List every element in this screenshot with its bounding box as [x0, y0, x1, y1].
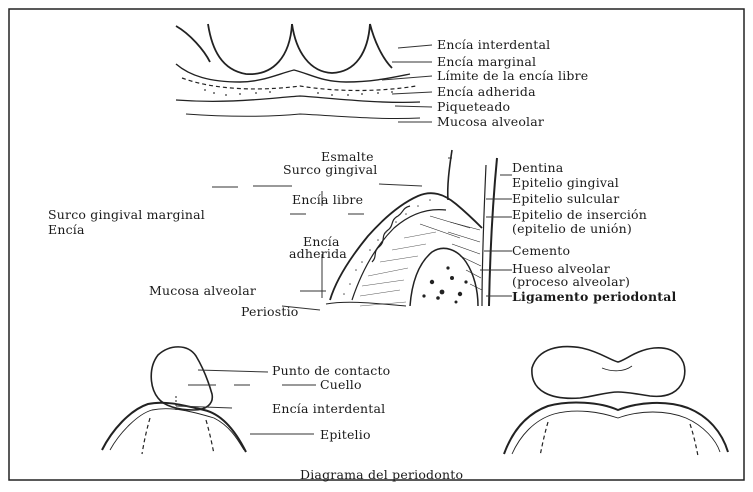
label-cemento: Cemento	[512, 244, 570, 258]
mucogingival-line	[176, 96, 420, 102]
label-epitelio-insercion-line1: Epitelio de inserción	[512, 208, 647, 222]
label-encia-interdental: Encía interdental	[437, 38, 550, 52]
label-epitelio-insercion-line2: (epitelio de unión)	[512, 222, 632, 236]
label-hueso-alveolar-line2: (proceso alveolar)	[512, 275, 630, 289]
teeth-row-drawing	[176, 24, 420, 119]
alveolar-bone-outline	[410, 248, 478, 306]
tooth-crown-1	[208, 24, 292, 74]
middle-leader-lines	[212, 158, 512, 310]
label-surco-gingival: Surco gingival	[283, 163, 377, 177]
label-surco-gingival-marginal: Surco gingival marginal	[48, 208, 205, 222]
left-gingiva-contour	[102, 403, 246, 452]
dentin-line	[489, 158, 497, 306]
connective-tissue-outline	[352, 210, 446, 300]
right-bone-contour	[512, 411, 720, 454]
right-tooth-crown	[532, 347, 685, 399]
label-dentina: Dentina	[512, 161, 563, 175]
label-punto-contacto: Punto de contacto	[272, 364, 390, 378]
label-cuello: Cuello	[320, 378, 362, 392]
contact-point-left-drawing	[102, 347, 246, 454]
top-leader-lines	[382, 45, 432, 122]
label-epitelio: Epitelio	[320, 428, 371, 442]
tooth-crown-right-partial	[370, 24, 392, 68]
label-encia-adherida-line2: adherida	[289, 247, 347, 261]
left-root-dashed-2	[206, 420, 214, 454]
gingival-margin-line	[176, 64, 410, 82]
left-root-dashed-1	[142, 418, 150, 454]
label-periostio: Periostio	[241, 305, 299, 319]
label-piqueteado: Piqueteado	[437, 100, 510, 114]
tooth-crown-left-partial	[176, 26, 210, 62]
figure-caption: Diagrama del periodonto	[300, 468, 463, 482]
root-surface	[482, 165, 486, 306]
left-tooth-crown	[151, 347, 212, 410]
alveolar-mucosa-line	[186, 114, 420, 119]
right-crown-detail	[602, 366, 632, 371]
label-encia: Encía	[48, 223, 85, 237]
label-epitelio-sulcular: Epitelio sulcular	[512, 192, 619, 206]
right-root-dashed-1	[540, 422, 548, 456]
label-encia-libre: Encía libre	[292, 193, 363, 207]
label-mucosa-alveolar: Mucosa alveolar	[149, 284, 256, 298]
contact-point-right-drawing	[504, 347, 728, 456]
label-epitelio-gingival: Epitelio gingival	[512, 176, 619, 190]
tooth-crown-2	[292, 24, 370, 73]
label-encia-marginal: Encía marginal	[437, 55, 536, 69]
label-encia-interdental-bottom: Encía interdental	[272, 402, 385, 416]
label-ligamento-periodontal: Ligamento periodontal	[512, 290, 676, 304]
bone-trabeculae	[422, 266, 467, 303]
right-gingiva-contour	[504, 403, 728, 454]
right-root-dashed-2	[690, 424, 698, 456]
label-encia-adherida: Encía adherida	[437, 85, 536, 99]
label-mucosa-alveolar-top: Mucosa alveolar	[437, 115, 544, 129]
label-limite-encia-libre: Límite de la encía libre	[437, 69, 588, 83]
